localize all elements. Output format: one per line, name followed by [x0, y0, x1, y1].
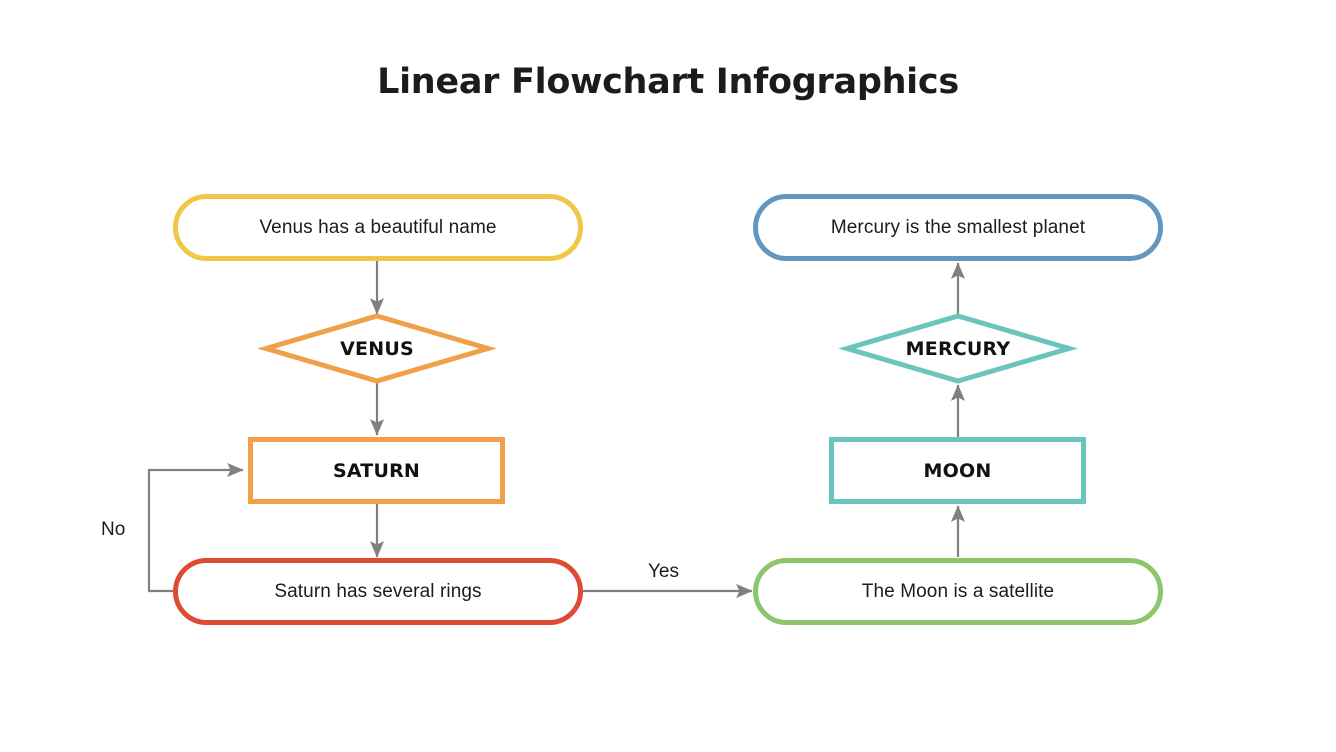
node-mercury-end[interactable]: Mercury is the smallest planet	[753, 194, 1163, 261]
node-venus-decision[interactable]: VENUS	[257, 313, 497, 384]
node-venus-start[interactable]: Venus has a beautiful name	[173, 194, 583, 261]
node-mercury-end-label: Mercury is the smallest planet	[830, 216, 1086, 238]
node-moon-state[interactable]: The Moon is a satellite	[753, 558, 1163, 625]
diamond-shape	[838, 313, 1078, 384]
node-mercury-decision[interactable]: MERCURY	[838, 313, 1078, 384]
node-moon-process[interactable]: MOON	[829, 437, 1086, 504]
node-moon-process-label: MOON	[923, 459, 992, 482]
edge-label-no: No	[101, 519, 126, 540]
node-saturn-process[interactable]: SATURN	[248, 437, 505, 504]
node-venus-start-label: Venus has a beautiful name	[259, 216, 497, 238]
edge-label-yes: Yes	[648, 561, 679, 582]
node-moon-state-label: The Moon is a satellite	[861, 580, 1055, 602]
node-saturn-process-label: SATURN	[332, 459, 421, 482]
diamond-shape	[257, 313, 497, 384]
node-saturn-state-label: Saturn has several rings	[274, 580, 482, 602]
node-saturn-state[interactable]: Saturn has several rings	[173, 558, 583, 625]
page-title: Linear Flowchart Infographics	[377, 62, 959, 102]
